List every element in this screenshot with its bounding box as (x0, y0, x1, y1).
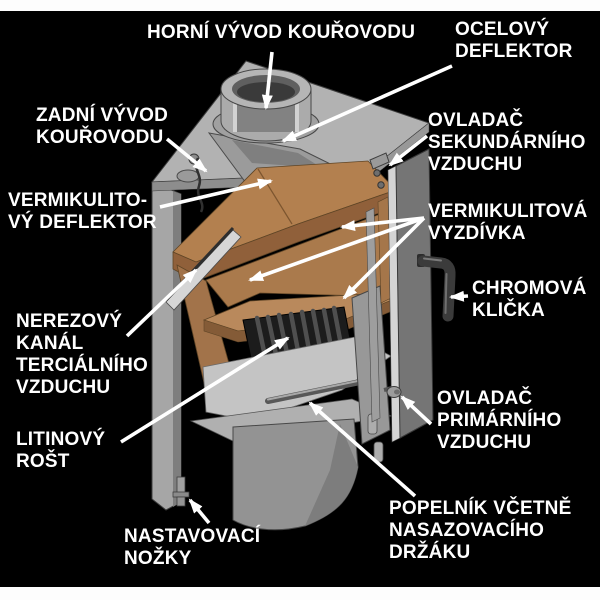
callout-arrows (120, 51, 469, 525)
ash-pan-holder-rod (265, 379, 363, 404)
arrow-vermikulitovy-deflektor (159, 178, 273, 209)
stove-body (150, 60, 456, 531)
arrow-nerezovy-kanal (125, 268, 198, 338)
label-litinovy-rost: LITINOVÝ ROŠT (16, 429, 106, 472)
adjustable-foot (172, 476, 190, 507)
arrow-vyzdivka-floor (342, 216, 426, 300)
arrow-popelnik (308, 401, 417, 498)
rear-outlet-cover (176, 169, 200, 183)
label-zadni-vyvod-kourovodu: ZADNÍ VÝVOD KOUŘOVODU (36, 105, 169, 148)
door-handle (417, 254, 456, 322)
arrow-vyzdivka-back-wall (340, 216, 425, 232)
label-ovladac-sekundarniho: OVLADAČ SEKUNDÁRNÍHO VZDUCHU (428, 110, 586, 175)
arrow-nastavovaci-nozky (188, 498, 211, 525)
label-ocelovy-deflektor: OCELOVÝ DEFLEKTOR (455, 19, 573, 62)
arrow-horni-vyvod (261, 51, 274, 110)
label-ovladac-primarniho: OVLADAČ PRIMÁRNÍHO VZDUCHU (437, 388, 562, 453)
top-border-bar (0, 0, 600, 11)
label-horni-vyvod-kourovodu: HORNÍ VÝVOD KOUŘOVODU (147, 22, 416, 43)
arrow-vyzdivka-side-wall (248, 216, 425, 282)
label-vermikulitova-vyzdivka: VERMIKULITOVÁ VYZDÍVKA (428, 201, 588, 244)
arrow-ovladac-primarniho (400, 395, 433, 426)
flue-cut-edge-right (295, 99, 299, 132)
primary-air-control (383, 386, 402, 398)
arrow-litinovy-rost (120, 336, 290, 444)
steel-deflector-shadow (232, 140, 322, 168)
label-vermikulitovy-deflektor: VERMIKULITO- VÝ DEFLEKTOR (8, 190, 157, 233)
left-wall-shade (173, 191, 181, 507)
secondary-air-control (369, 152, 390, 189)
pedestal-shade (305, 424, 358, 526)
label-nastavovaci-nozky: NASTAVOVACÍ NOŽKY (124, 526, 261, 569)
door-frame-bar (365, 207, 381, 423)
right-outer-wall (395, 148, 434, 439)
label-popelnik: POPELNÍK VČETNĚ NASAZOVACÍHO DRŽÁKU (389, 498, 572, 563)
ash-pan-holder-rod-highlight (267, 379, 361, 401)
arrow-chromova-klicka (449, 290, 469, 302)
bottom-border-bar (0, 587, 600, 600)
label-chromova-klicka: CHROMOVÁ KLIČKA (472, 278, 587, 321)
arrow-ocelovy-deflektor (281, 64, 453, 143)
arrow-ovladac-sekundarniho (388, 134, 429, 167)
label-nerezovy-kanal: NEREZOVÝ KANÁL TERCIÁLNÍHO VZDUCHU (16, 311, 149, 398)
flue-cut-edge-left (233, 99, 237, 132)
deflector-facet-line (257, 168, 293, 225)
arrow-zadni-vyvod (165, 137, 208, 173)
